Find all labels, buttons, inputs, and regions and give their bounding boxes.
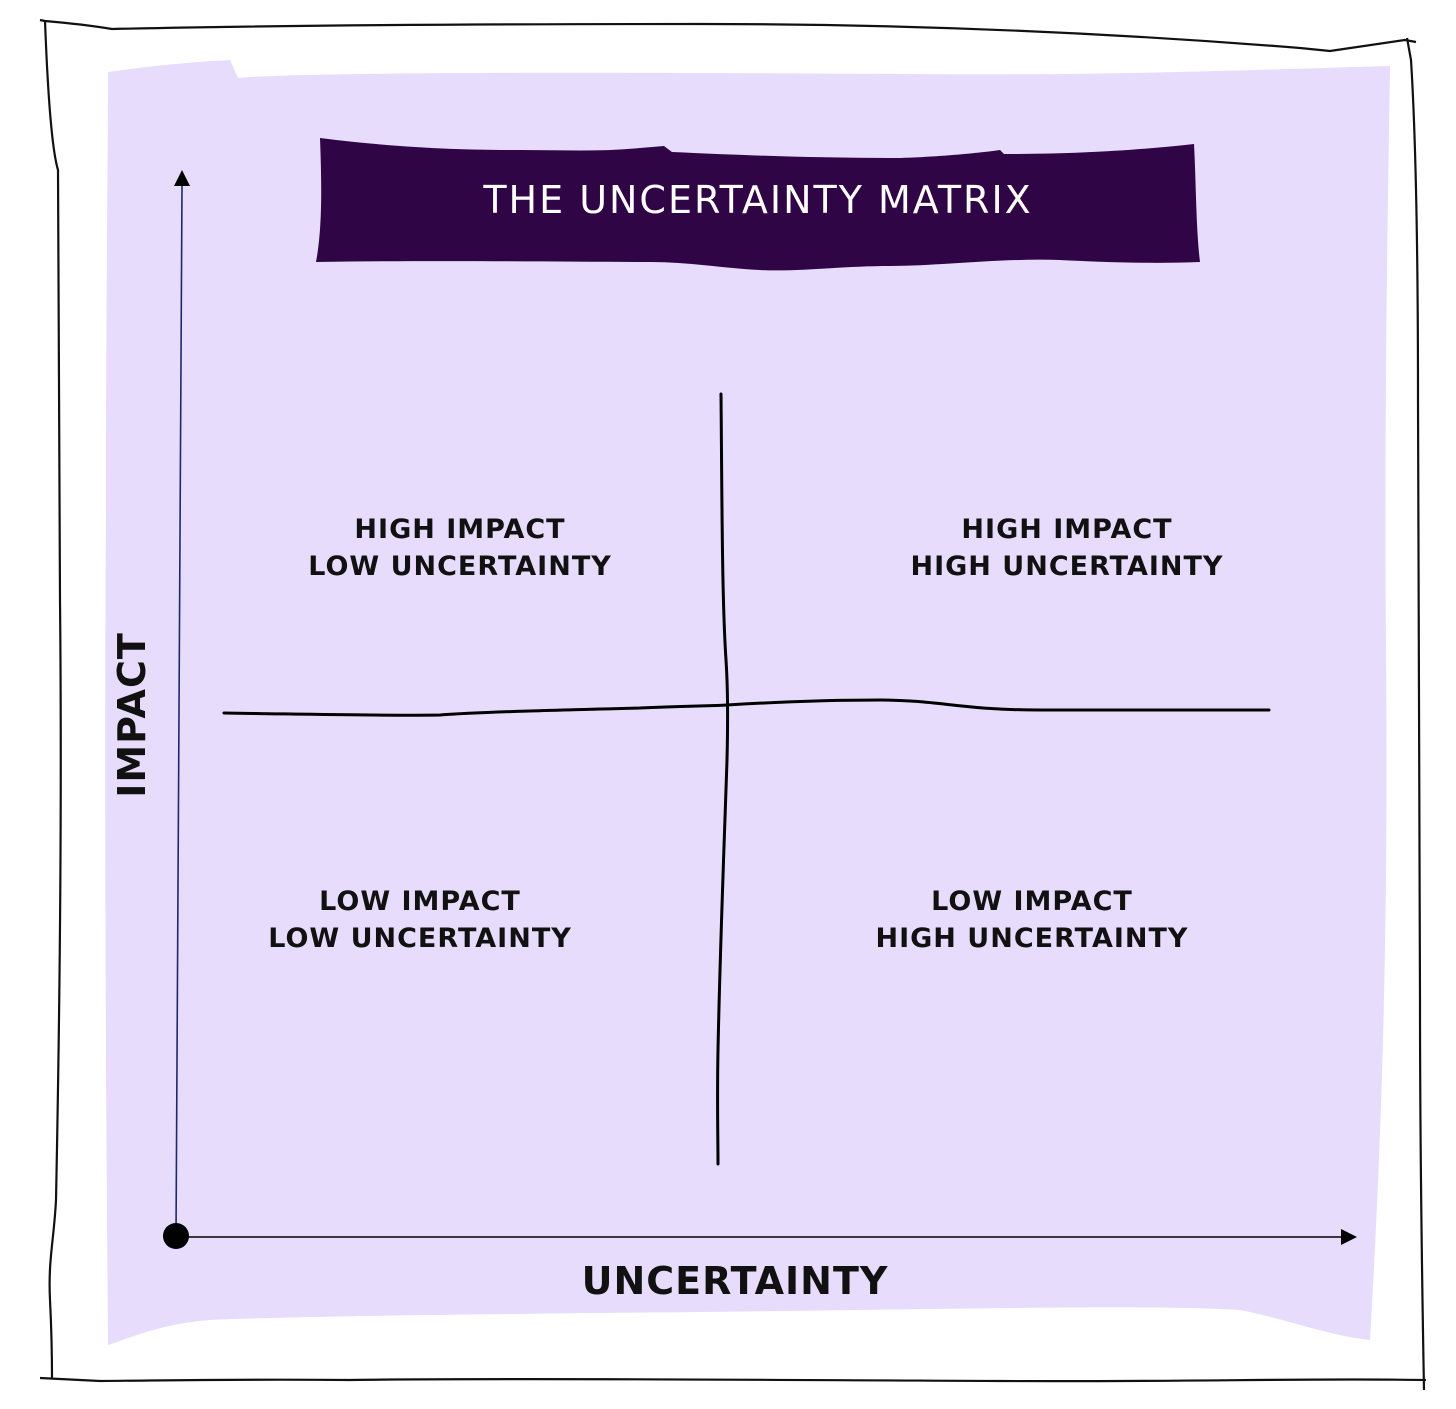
quadrant-label-line2: LOW UNCERTAINTY [268, 923, 572, 954]
origin-dot-icon [163, 1223, 189, 1249]
sketch-frame [39, 18, 1427, 1391]
quadrant-high-impact-low-uncertainty: HIGH IMPACT LOW UNCERTAINTY [260, 511, 660, 585]
horizontal-divider [222, 698, 1271, 717]
title-banner [316, 138, 1200, 271]
quadrant-label-line1: LOW IMPACT [931, 886, 1133, 917]
x-axis-arrowhead-icon [1341, 1229, 1357, 1245]
vertical-divider [716, 392, 730, 1166]
quadrant-high-impact-high-uncertainty: HIGH IMPACT HIGH UNCERTAINTY [860, 511, 1274, 585]
quadrant-label-line1: HIGH IMPACT [354, 514, 566, 545]
quadrant-label-line2: LOW UNCERTAINTY [308, 551, 612, 582]
quadrant-low-impact-high-uncertainty: LOW IMPACT HIGH UNCERTAINTY [825, 883, 1239, 957]
page-title: THE UNCERTAINTY MATRIX [483, 178, 1033, 222]
x-axis-label: UNCERTAINTY [581, 1259, 889, 1303]
quadrant-label-line1: HIGH IMPACT [961, 514, 1173, 545]
quadrant-label-line2: HIGH UNCERTAINTY [875, 923, 1189, 954]
y-axis-line [175, 185, 183, 1237]
quadrant-label-line2: HIGH UNCERTAINTY [910, 551, 1224, 582]
y-axis-arrowhead-icon [174, 170, 190, 186]
quadrant-low-impact-low-uncertainty: LOW IMPACT LOW UNCERTAINTY [220, 883, 620, 957]
y-axis-label: IMPACT [110, 632, 154, 798]
quadrant-label-line1: LOW IMPACT [319, 886, 521, 917]
